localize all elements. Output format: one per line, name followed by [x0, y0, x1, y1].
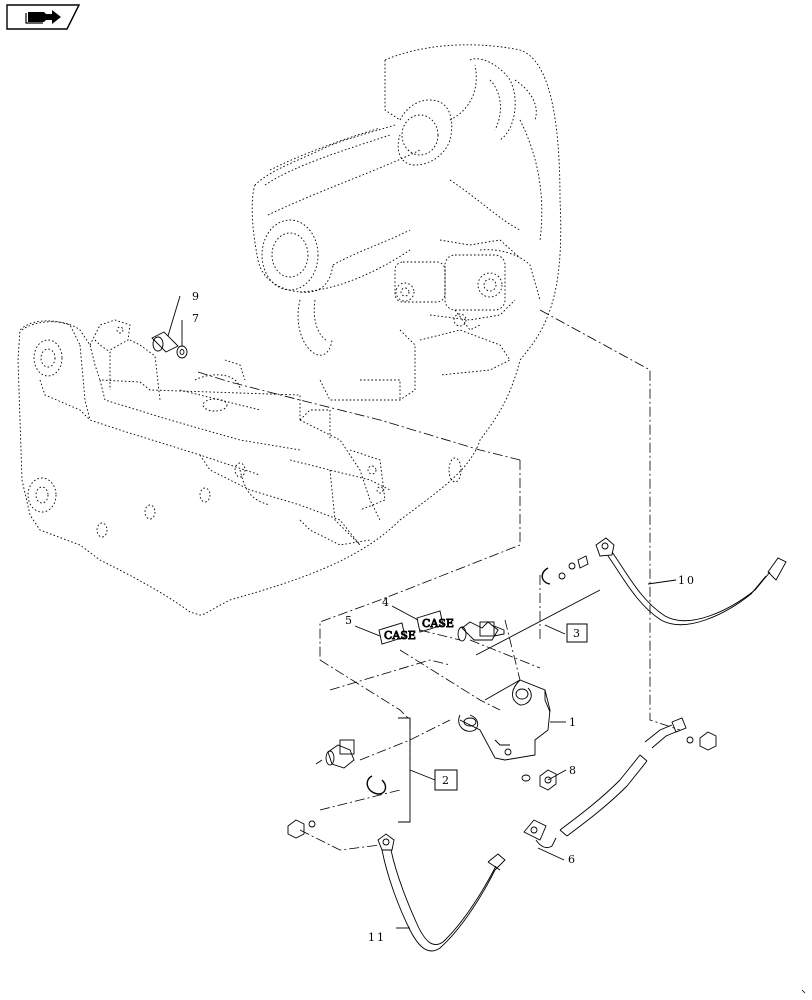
tractor-frame-outline [17, 44, 562, 616]
callout-10: 10 [678, 574, 696, 587]
assembly-lines [197, 309, 681, 851]
callout-8: 8 [569, 764, 576, 777]
callout-3: 3 [573, 627, 580, 640]
navigation-button[interactable] [6, 4, 80, 30]
decal-4-text: CASE [422, 617, 454, 630]
nut-8 [521, 769, 557, 791]
callout-2: 2 [442, 774, 449, 787]
callout-7: 7 [192, 312, 199, 325]
decal-5-text: CASE [384, 629, 416, 642]
callout-4: 4 [382, 596, 389, 609]
cable-10 [595, 537, 787, 626]
decal-5: CASE [378, 622, 416, 645]
switch-lower [315, 739, 355, 769]
callout-11: 11 [368, 931, 386, 944]
cable-11 [377, 833, 506, 952]
bracket-1 [458, 679, 551, 761]
callout-1: 1 [569, 716, 576, 729]
decal-4: CASE [416, 610, 454, 633]
callout-box-2: 2 [434, 769, 458, 791]
washer-7 [176, 345, 188, 359]
callout-6: 6 [568, 853, 575, 866]
callout-box-3: 3 [566, 623, 588, 643]
corner-mark [801, 989, 806, 994]
switch-upper [457, 621, 505, 642]
callout-9: 9 [192, 290, 199, 303]
bolt-9 [151, 331, 179, 353]
cable-6 [523, 717, 687, 849]
book-arrow-icon [6, 4, 80, 30]
callout-5: 5 [345, 614, 352, 627]
